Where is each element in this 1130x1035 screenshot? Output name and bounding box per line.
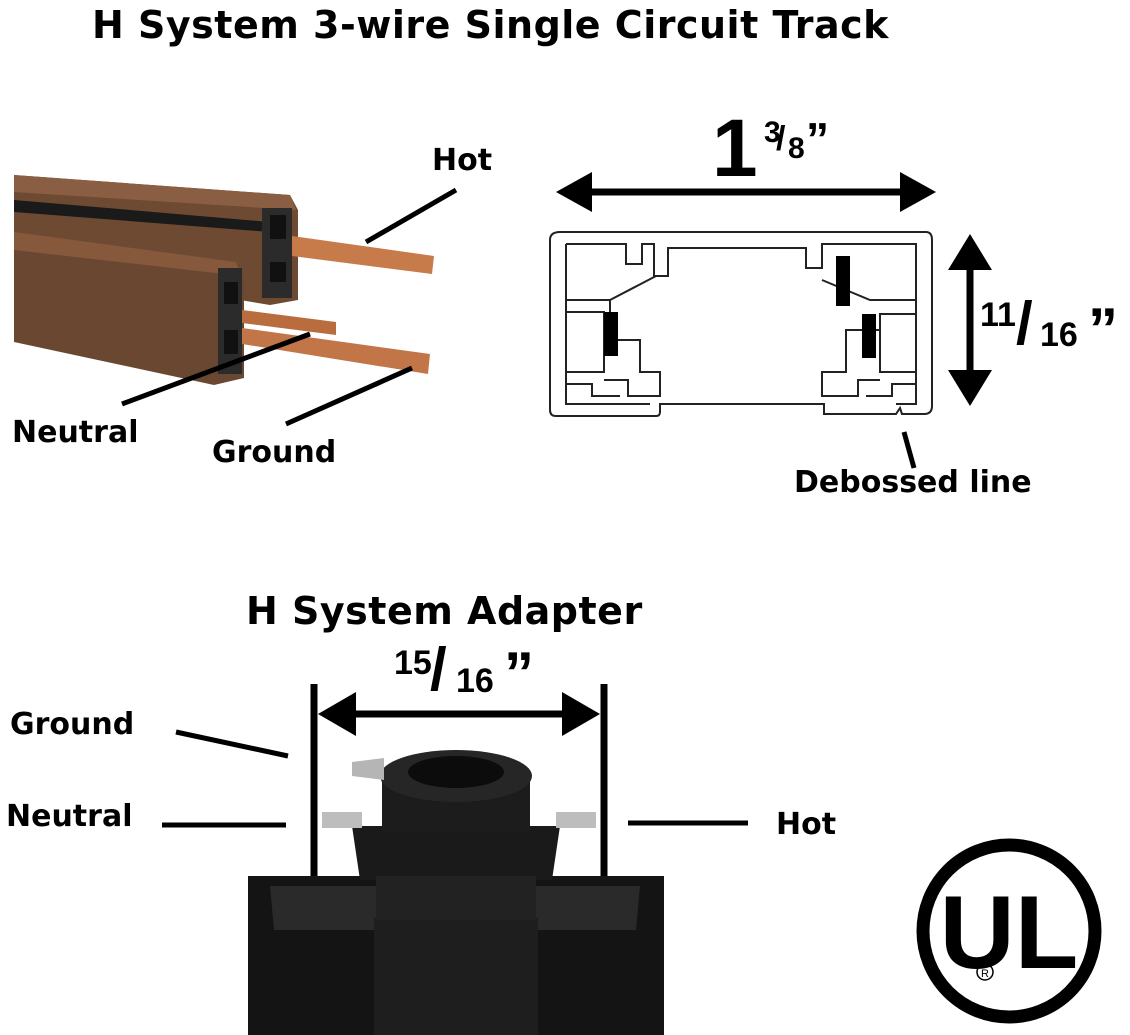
neutral-wire <box>242 310 336 335</box>
ul-letters: UL <box>940 875 1079 991</box>
track-label-neutral: Neutral <box>12 415 139 450</box>
ground-tab <box>352 758 384 780</box>
registered-icon <box>976 963 994 981</box>
right-lower-contact <box>862 314 876 358</box>
track-title: H System 3-wire Single Circuit Track <box>92 3 889 47</box>
adapter-width-den: 16 <box>456 662 494 700</box>
track-width-whole: 1 <box>712 103 758 194</box>
track-width-slash: / <box>776 120 786 158</box>
adapter-width-num: 15 <box>394 644 432 682</box>
lower-rail <box>14 232 244 385</box>
adapter-label-hot: Hot <box>776 807 837 842</box>
adapter-label-neutral: Neutral <box>6 799 133 834</box>
track-height-den: 16 <box>1040 316 1078 354</box>
right-upper-contact <box>836 256 850 306</box>
track-height-mark: ” <box>1088 296 1118 363</box>
registered-mark: R <box>981 968 989 980</box>
adapter-width-mark: ” <box>504 640 534 707</box>
adapter-title: H System Adapter <box>246 589 643 633</box>
debossed-line-label: Debossed line <box>794 465 1032 500</box>
track-width-mark: ” <box>806 113 829 165</box>
adapter-label-ground: Ground <box>10 707 135 742</box>
neutral-tab <box>322 812 362 828</box>
track-height-slash: / <box>1016 290 1033 357</box>
track-label-hot: Hot <box>432 143 493 178</box>
left-contact <box>604 312 618 356</box>
adapter-width-slash: / <box>430 636 447 703</box>
hot-tab <box>556 812 596 828</box>
hot-wire <box>292 236 434 274</box>
track-label-ground: Ground <box>212 435 337 470</box>
track-width-num: 3 <box>764 116 781 149</box>
track-width-den: 8 <box>788 132 805 165</box>
track-height-num: 11 <box>980 296 1016 334</box>
